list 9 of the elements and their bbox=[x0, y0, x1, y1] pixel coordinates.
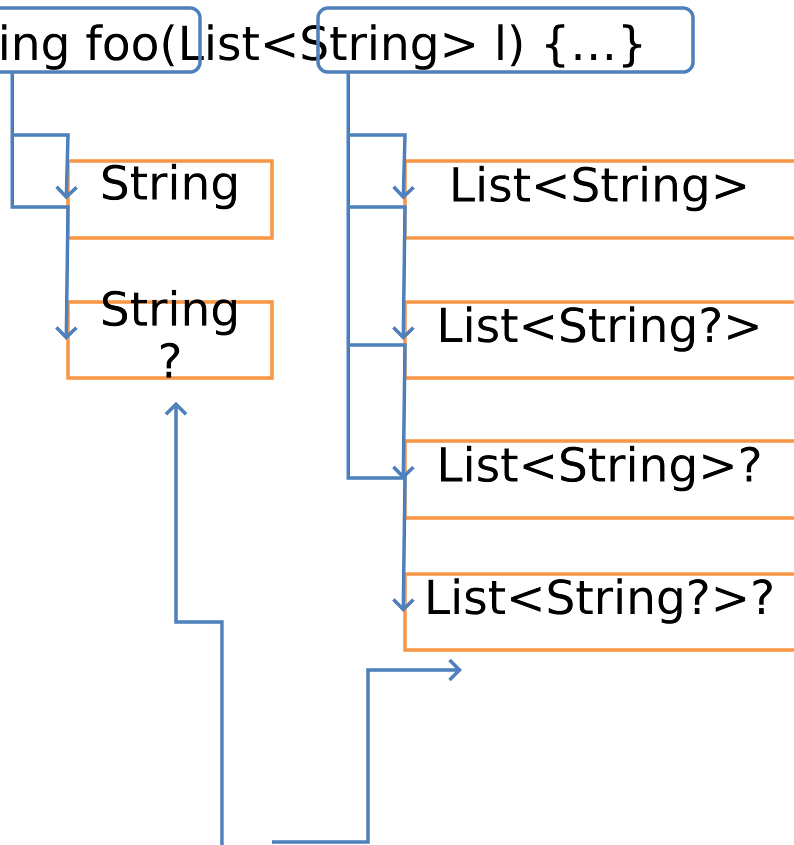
arrow bbox=[164, 402, 224, 845]
arrow bbox=[10, 74, 78, 340]
type-box: List<String> bbox=[403, 159, 794, 240]
arrow bbox=[346, 74, 415, 612]
type-box: String bbox=[66, 159, 274, 240]
type-box: List<String>? bbox=[403, 439, 794, 520]
type-box: String ? bbox=[66, 290, 274, 380]
type-box: List<String?>? bbox=[403, 572, 794, 652]
type-box: List<String?> bbox=[403, 300, 794, 380]
